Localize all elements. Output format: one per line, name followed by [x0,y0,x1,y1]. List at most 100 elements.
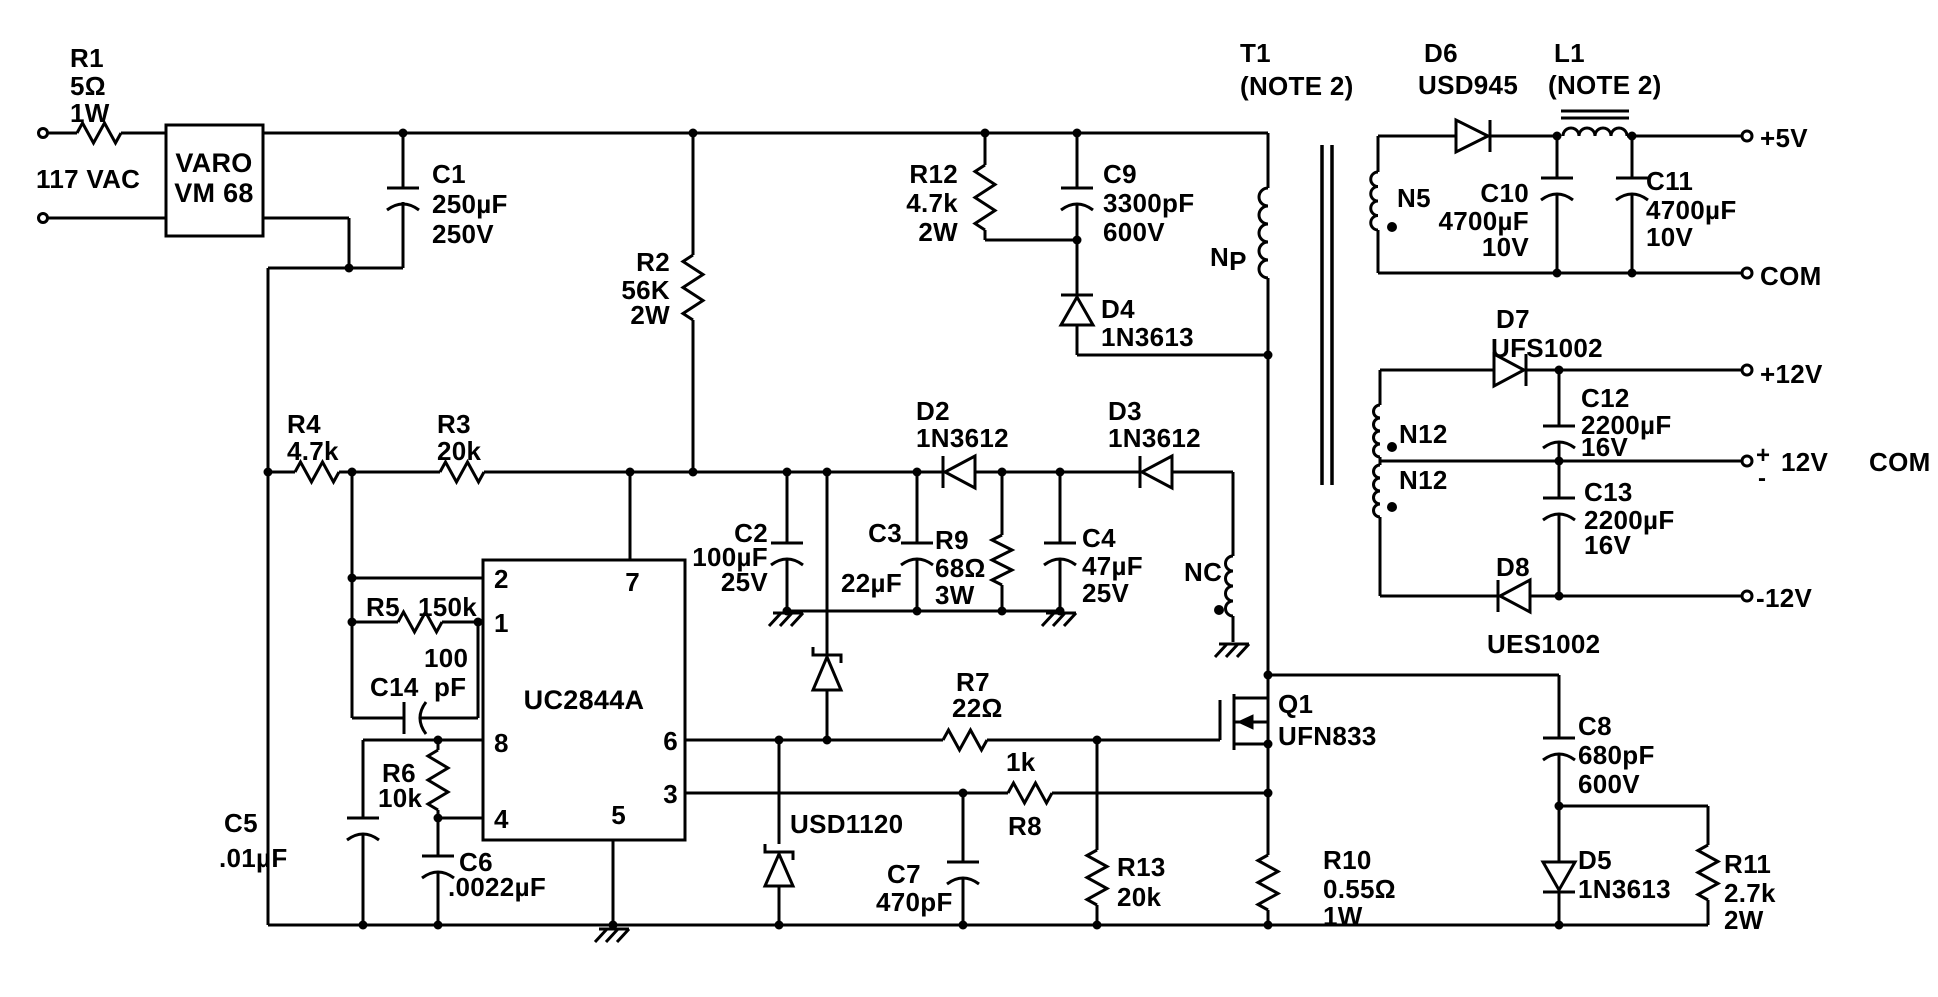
capacitor-c4: C4 47µF 25V [1043,523,1143,608]
ic-pin6: 6 [663,726,678,756]
c4-voltage: 25V [1082,578,1130,608]
r1-ref: R1 [70,43,104,73]
phase-dot-n12-lower [1387,502,1397,512]
c11-value: 4700µF [1646,195,1737,225]
r7-value: 22Ω [952,693,1003,723]
output-terminals: +5V COM +12V + - 12V COM -12V [1740,123,1931,613]
d2-ref: D2 [916,396,950,426]
r6-ref: R6 [382,758,416,788]
r4-ref: R4 [287,409,321,439]
schottky-gate-clamp-usd1120: USD1120 [762,809,903,888]
resistor-r4: R4 4.7k [287,409,341,486]
d5-part: 1N3613 [1578,874,1671,904]
label-pm12v-com: COM [1869,447,1931,477]
mosfet-q1: Q1 UFN833 [1218,689,1377,751]
ground-nc [1213,642,1251,659]
c4-value: 47µF [1082,551,1143,581]
ic-uc2844a: UC2844A 2 1 8 4 7 5 6 3 [481,558,687,842]
bridge-rectifier: VARO VM 68 [164,123,265,238]
r10-power: 1W [1323,901,1363,931]
ic-pin4: 4 [494,804,509,834]
c10-value: 4700µF [1438,206,1529,236]
c8-value: 680pF [1578,740,1655,770]
c2-value: 100µF [692,542,768,572]
resistor-r9: R9 68Ω 3W [935,525,1016,610]
c1-value: 250µF [432,189,508,219]
capacitor-c3: C3 22µF [841,518,934,598]
terminal-com [1740,266,1754,280]
capacitor-c9: C9 3300pF 600V [1060,159,1194,247]
input-voltage-label: 117 VAC [36,164,140,194]
c5-value: .01µF [219,843,288,873]
transformer-t1: T1 (NOTE 2) NP N5 N12 N12 NC [1184,38,1447,618]
ic-pin3: 3 [663,779,678,809]
l1-ref: L1 [1554,38,1585,68]
ic-pin5: 5 [611,800,626,830]
c13-ref: C13 [1584,477,1633,507]
r9-power: 3W [935,580,975,610]
resistor-r1: R1 5Ω 1W [70,43,123,147]
c1-ref: C1 [432,159,466,189]
r12-ref: R12 [909,159,958,189]
r12-value: 4.7k [906,188,958,218]
r13-ref: R13 [1117,852,1166,882]
q1-part: UFN833 [1278,721,1377,751]
c10-ref: C10 [1480,178,1529,208]
diode-d2: D2 1N3612 [916,396,1009,491]
schottky-gate-clamp-upper [810,647,844,692]
ground-pin5 [593,927,631,944]
terminal-pm12v-com [1740,454,1754,468]
d4-ref: D4 [1101,294,1135,324]
r7-ref: R7 [956,667,990,697]
c9-voltage: 600V [1103,217,1165,247]
c11-voltage: 10V [1646,222,1694,252]
r12-power: 2W [918,217,958,247]
ic-part-label: UC2844A [524,685,645,715]
c12-voltage: 16V [1581,432,1629,462]
d5-ref: D5 [1578,845,1612,875]
d4-part: 1N3613 [1101,322,1194,352]
r8-ref: R8 [1008,811,1042,841]
terminal-plus12v [1740,363,1754,377]
label-minus12v: -12V [1756,583,1812,613]
input-terminal-top [37,127,49,139]
capacitor-c11: C11 4700µF 10V [1615,166,1737,252]
d6-part: USD945 [1418,70,1518,100]
ic-pin7: 7 [625,567,640,597]
winding-np-label: NP [1210,242,1247,276]
r4-value: 4.7k [287,436,339,466]
r2-value: 56K [621,275,670,305]
c2-ref: C2 [734,518,768,548]
c12-ref: C12 [1581,383,1630,413]
c4-ref: C4 [1082,523,1116,553]
c14-value-bottom: pF [434,672,466,702]
r13-value: 20k [1117,882,1162,912]
d7-part: UFS1002 [1491,333,1603,363]
c6-value: .0022µF [448,872,546,902]
label-pm12v-minus: - [1758,465,1766,492]
d7-ref: D7 [1496,304,1530,334]
wires [47,131,1742,927]
d8-part: UES1002 [1487,629,1600,659]
diode-d7: D7 UFS1002 [1491,304,1603,389]
phase-dot-n12-upper [1387,442,1397,452]
d6-ref: D6 [1424,38,1458,68]
phase-dot-nc [1214,605,1224,615]
r5-value: 150k [418,592,477,622]
winding-n5-label: N5 [1397,183,1431,213]
diode-d3: D3 1N3612 [1108,396,1201,491]
r5-ref: R5 [366,592,400,622]
ic-pin2: 2 [494,564,509,594]
r3-value: 20k [437,436,482,466]
capacitor-c1: C1 250µF 250V [386,159,508,249]
r2-ref: R2 [636,247,670,277]
terminal-minus12v [1740,589,1754,603]
capacitor-c10: C10 4700µF 10V [1438,176,1574,262]
c3-ref: C3 [868,518,902,548]
c11-ref: C11 [1646,166,1693,196]
usd1120-part: USD1120 [790,809,903,839]
c7-ref: C7 [887,859,921,889]
capacitor-c7: C7 470pF [876,859,980,917]
